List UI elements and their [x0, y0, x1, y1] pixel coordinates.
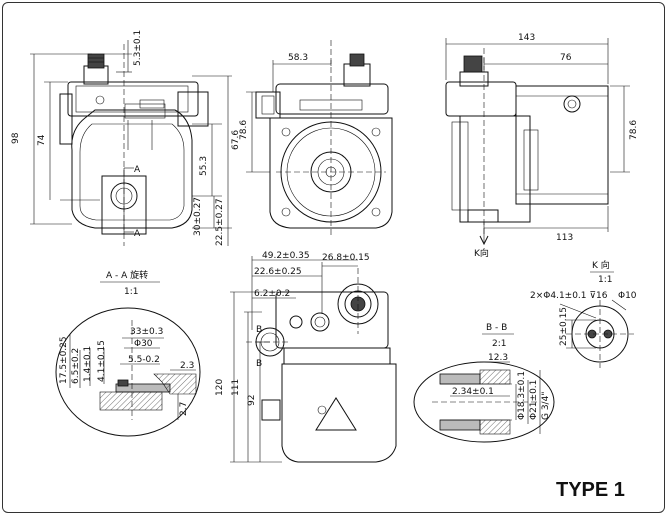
side-view: 58.3 78.6	[239, 40, 393, 236]
section-mark-a-bottom: A	[134, 229, 141, 239]
section-bb-scale: 2:1	[492, 339, 506, 349]
section-aa: A - A 旋转 1:1 17.5±0.25 6.5±0.2 1.4±0.1 4…	[55, 269, 201, 437]
dim-6-5: 6.5±0.2	[71, 348, 81, 384]
dim-49-2: 49.2±0.35	[262, 251, 310, 261]
dim-33: 33±0.3	[130, 327, 163, 337]
label-k-view-arrow: K向	[474, 247, 489, 259]
section-aa-scale: 1:1	[124, 287, 138, 297]
dim-6-2: 6.2±0.2	[254, 289, 290, 299]
section-bb: B - B 2:1 12.3 2.34±0.1 Φ18.3±0.1 Φ21±0.…	[413, 323, 555, 443]
dim-98: 98	[11, 132, 21, 144]
dim-5-3: 5.3±0.1	[133, 30, 143, 66]
section-mark-a-top: A	[134, 165, 141, 175]
dim-26-8: 26.8±0.15	[322, 253, 370, 263]
dim-4-1: 4.1±0.15	[97, 340, 107, 382]
section-aa-title: A - A 旋转	[106, 269, 148, 281]
dim-92: 92	[247, 395, 257, 406]
bottom-view: 49.2±0.35 26.8±0.15 22.6±0.25 6.2±0.2 12…	[215, 251, 397, 463]
dim-67-6: 67.6	[231, 130, 241, 150]
dim-78-6-right: 78.6	[629, 120, 639, 140]
dim-phi10: Φ10	[618, 291, 637, 301]
dim-2x-phi4-1: 2×Φ4.1±0.1 ⊽16	[530, 291, 608, 301]
dim-12-3: 12.3	[488, 353, 508, 363]
dim-5-5: 5.5-0.2	[128, 355, 160, 365]
section-mark-b-bottom: B	[256, 359, 262, 369]
dim-143: 143	[518, 33, 535, 43]
k-view: K 向 1:1 2×Φ4.1±0.1 ⊽16 Φ10 25±0.15	[530, 259, 637, 368]
dim-phi30-aa: Φ30	[134, 339, 153, 349]
dim-76: 76	[560, 53, 572, 63]
k-view-title: K 向	[592, 259, 610, 271]
dim-g-3-4: G 3/4"	[541, 392, 551, 420]
drawing-title: TYPE 1	[556, 479, 625, 501]
dim-phi18-3: Φ18.3±0.1	[517, 371, 527, 420]
dim-74: 74	[37, 134, 47, 146]
dim-78-6-side: 78.6	[239, 120, 249, 140]
dim-113: 113	[556, 233, 573, 243]
dim-120: 120	[215, 379, 225, 396]
dim-25: 25±0.15	[559, 307, 569, 346]
dim-30: 30±0.27	[193, 197, 203, 236]
right-view: 143 76 78.6 113 K向	[445, 33, 639, 259]
drawing-frame	[2, 2, 665, 513]
dim-55-3: 55.3	[199, 156, 209, 176]
dim-58-3: 58.3	[288, 53, 308, 63]
dim-1-4: 1.4±0.1	[83, 346, 93, 382]
dim-2-3: 2.3	[180, 361, 194, 371]
k-view-scale: 1:1	[598, 275, 612, 285]
dim-2-7: 2.7	[179, 402, 189, 416]
front-view: 98 74 5.3±0.1 67.6 55.3 30±0.27 22.5±0.2…	[11, 30, 241, 246]
dim-2-34: 2.34±0.1	[452, 387, 494, 397]
dim-111: 111	[231, 379, 241, 396]
section-bb-title: B - B	[486, 323, 507, 333]
section-mark-b-top: B	[256, 325, 262, 335]
dim-17-5: 17.5±0.25	[59, 336, 69, 384]
dim-22-5: 22.5±0.27	[215, 198, 225, 246]
dim-22-6: 22.6±0.25	[254, 267, 302, 277]
dim-phi21: Φ21±0.1	[529, 380, 539, 420]
